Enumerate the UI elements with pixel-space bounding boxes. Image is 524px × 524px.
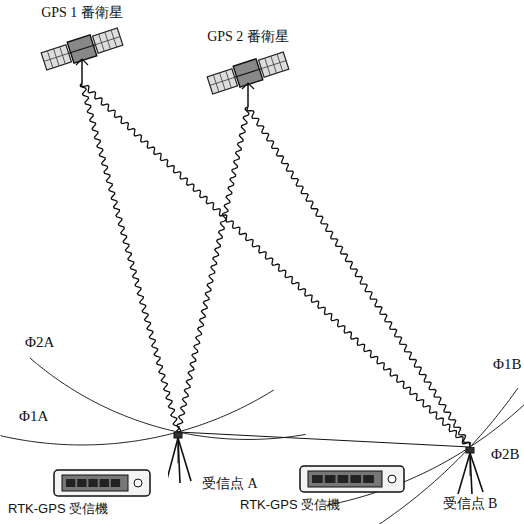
tripod-symbol: [168, 432, 198, 484]
phase-label: Φ1A: [18, 408, 49, 424]
phase-label: Φ2B: [490, 446, 520, 462]
receiver-unit: [8, 466, 158, 500]
baseline: [178, 432, 470, 447]
signal-lines: [80, 83, 470, 447]
signal-wave: [80, 83, 179, 432]
node-label: RTK-GPS 受信機: [8, 500, 108, 517]
signal-wave: [247, 107, 471, 447]
satellite: GPS 1 番衛星: [40, 4, 124, 83]
rtk-receiver: RTK-GPS 受信機: [240, 462, 410, 513]
node-label: GPS 2 番衛星: [207, 28, 289, 45]
receiver-point: 受信点 A: [168, 432, 258, 484]
signal-wave: [82, 83, 470, 447]
phase-label: Φ2A: [24, 334, 55, 350]
phase-arc: [1, 390, 274, 445]
receiver-unit: [240, 462, 410, 496]
phase-label: Φ1B: [492, 356, 522, 372]
node-label: RTK-GPS 受信機: [240, 496, 340, 513]
node-label: GPS 1 番衛星: [41, 4, 123, 21]
node-label: 受信点 B: [443, 495, 498, 512]
phase-arcs: [1, 358, 524, 524]
phase-arc: [30, 358, 306, 440]
satellite-icon: [206, 45, 290, 107]
node-label: 受信点 A: [202, 475, 258, 492]
signal-wave: [177, 107, 249, 432]
satellite: GPS 2 番衛星: [206, 28, 290, 107]
rtk-receiver: RTK-GPS 受信機: [8, 466, 158, 517]
satellite-icon: [40, 21, 124, 83]
